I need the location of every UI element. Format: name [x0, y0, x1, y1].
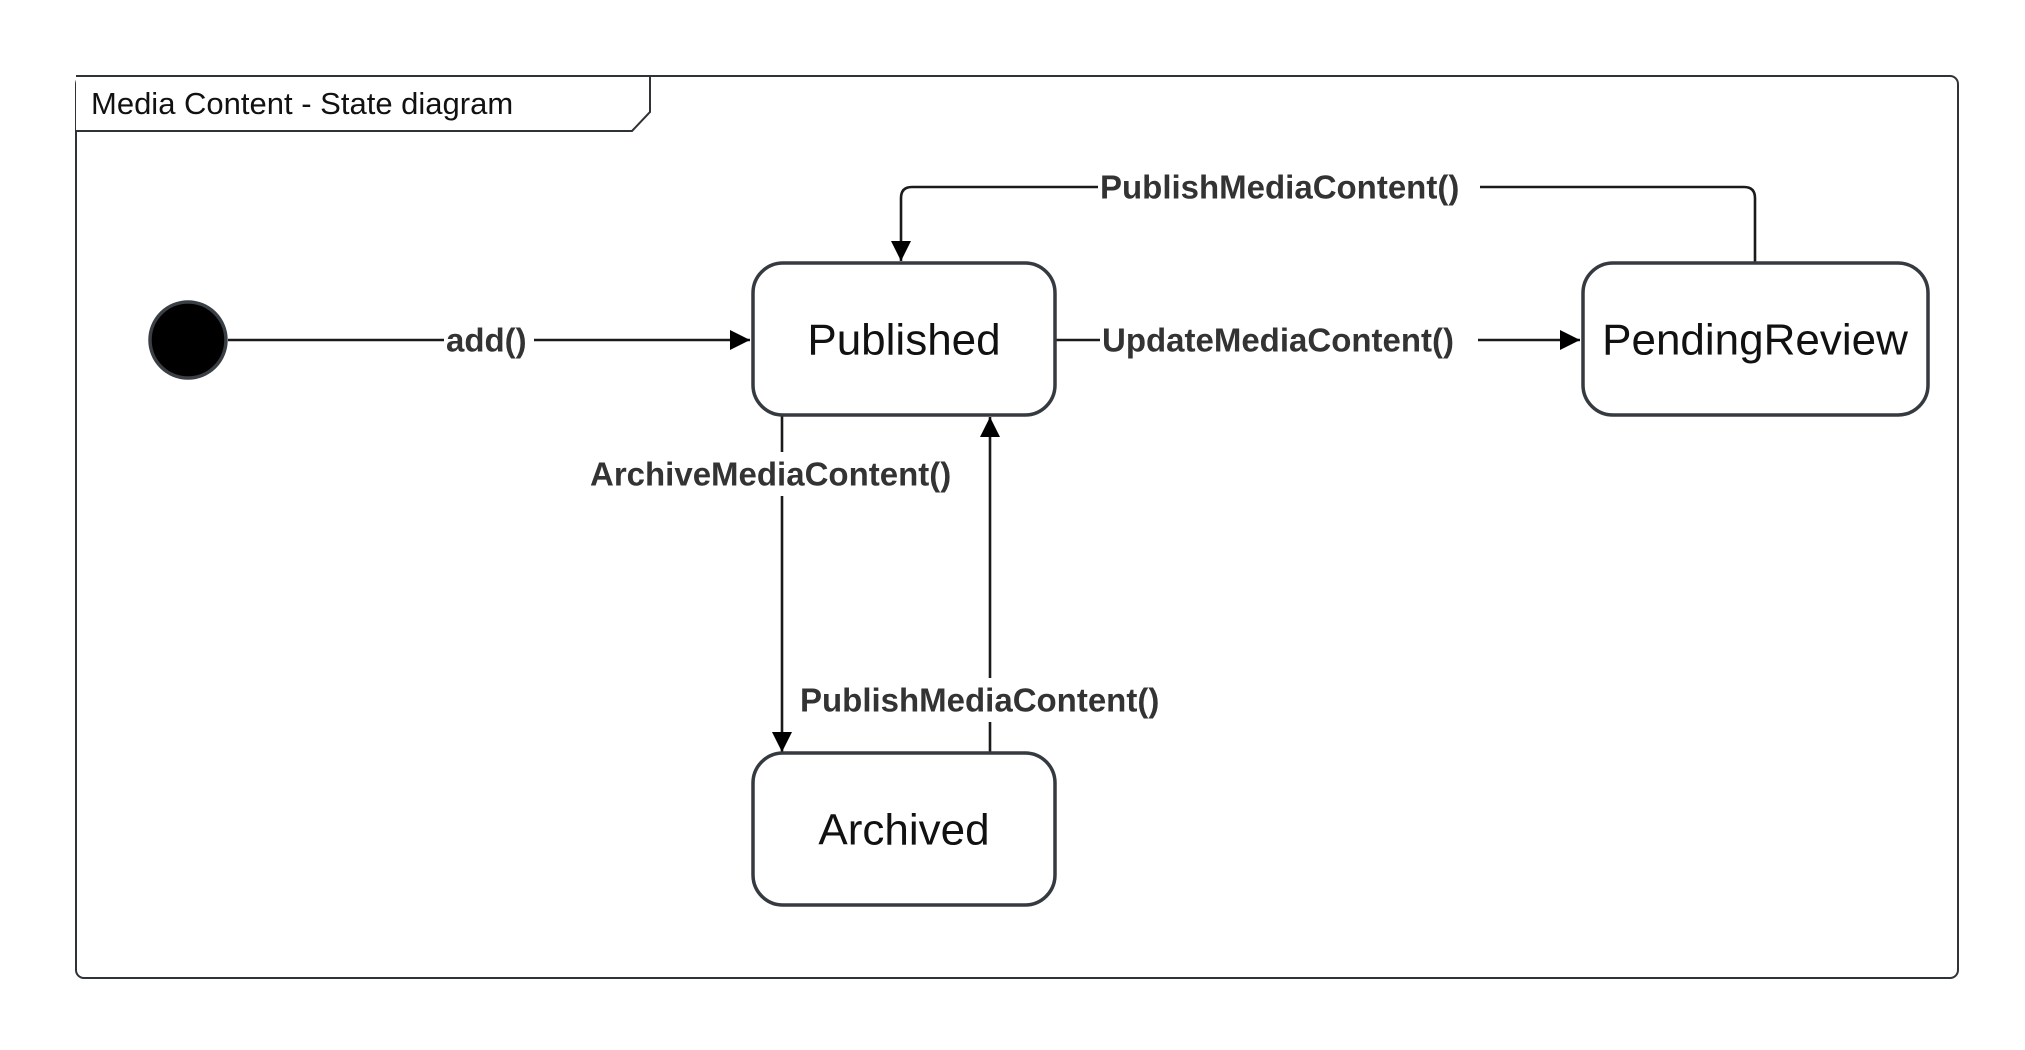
state-published: Published	[751, 261, 1057, 417]
state-published-box	[751, 261, 1057, 417]
label-bg-publish-bottom	[798, 678, 1180, 722]
transition-label-add: add()	[446, 322, 527, 359]
label-bg-add	[444, 318, 534, 362]
state-pendingreview: PendingReview	[1581, 261, 1930, 417]
label-bg-archive	[588, 452, 978, 496]
state-published-label: Published	[807, 316, 1000, 365]
diagram-frame	[75, 75, 1959, 979]
state-pendingreview-label: PendingReview	[1602, 316, 1908, 365]
state-pendingreview-box	[1581, 261, 1930, 417]
transition-label-archive-media-content: ArchiveMediaContent()	[590, 456, 951, 493]
transition-label-update-media-content: UpdateMediaContent()	[1102, 322, 1454, 359]
label-bg-update	[1100, 318, 1478, 362]
state-archived-box	[751, 751, 1057, 907]
state-archived: Archived	[751, 751, 1057, 907]
state-archived-label: Archived	[818, 806, 989, 855]
transition-label-publish-from-archived: PublishMediaContent()	[800, 682, 1159, 719]
label-bg-publish-top	[1098, 165, 1480, 209]
initial-state	[148, 300, 228, 380]
frame-title-tab	[76, 75, 651, 132]
diagram-title: Media Content - State diagram	[91, 86, 513, 121]
transition-label-publish-from-review: PublishMediaContent()	[1100, 169, 1459, 206]
